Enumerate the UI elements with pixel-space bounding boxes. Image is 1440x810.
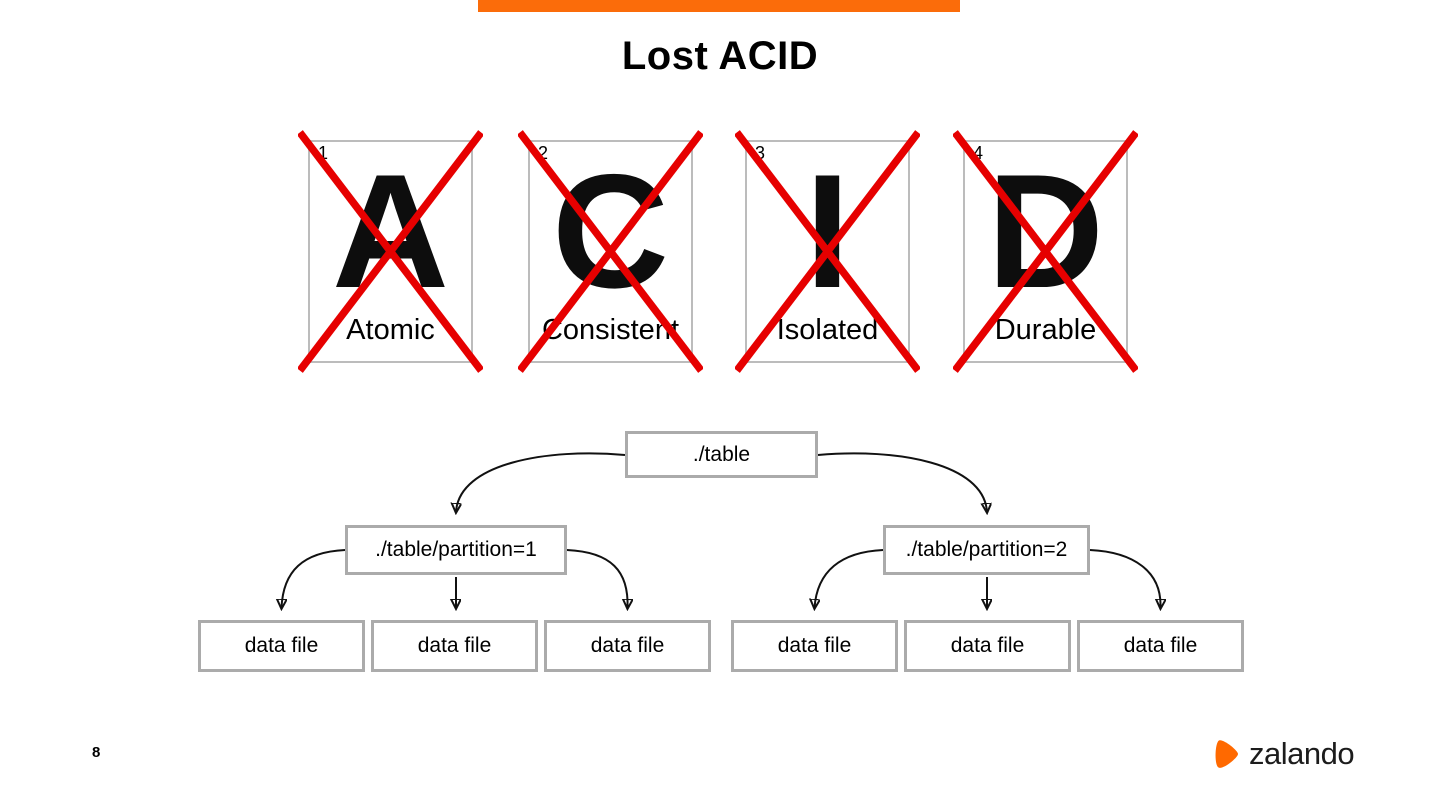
card-label: Isolated (776, 314, 879, 346)
tree-node-data-file: data file (1077, 620, 1244, 672)
acid-card-consistent: 2 C Consistent (528, 140, 693, 363)
card-letter: I (804, 141, 850, 323)
acid-card-durable: 4 D Durable (963, 140, 1128, 363)
tree-node-data-file: data file (544, 620, 711, 672)
tree-node-data-file: data file (198, 620, 365, 672)
card-letter: D (987, 141, 1104, 323)
card-label: Consistent (541, 314, 679, 346)
tree-node-partition-1: ./table/partition=1 (345, 525, 567, 575)
zalando-logo-text: zalando (1249, 736, 1355, 771)
tree-node-data-file: data file (904, 620, 1071, 672)
tree-node-root: ./table (625, 431, 818, 478)
slide-title: Lost ACID (621, 34, 819, 78)
card-letter: C (552, 141, 669, 323)
card-label: Atomic (346, 314, 435, 346)
tree-node-data-file: data file (371, 620, 538, 672)
card-letter: A (332, 141, 449, 323)
tree-node-partition-2: ./table/partition=2 (883, 525, 1090, 575)
card-label: Durable (994, 314, 1097, 346)
acid-card-atomic: 1 A Atomic (308, 140, 473, 363)
card-number: 2 (538, 143, 549, 163)
acid-card-isolated: 3 I Isolated (745, 140, 910, 363)
tree-node-data-file: data file (731, 620, 898, 672)
page-number: 8 (92, 744, 101, 761)
card-number: 4 (973, 143, 984, 163)
accent-bar (478, 0, 960, 12)
zalando-logo: zalando (1212, 736, 1355, 772)
card-number: 1 (318, 143, 329, 163)
zalando-logo-icon (1215, 740, 1238, 768)
card-number: 3 (755, 143, 766, 163)
